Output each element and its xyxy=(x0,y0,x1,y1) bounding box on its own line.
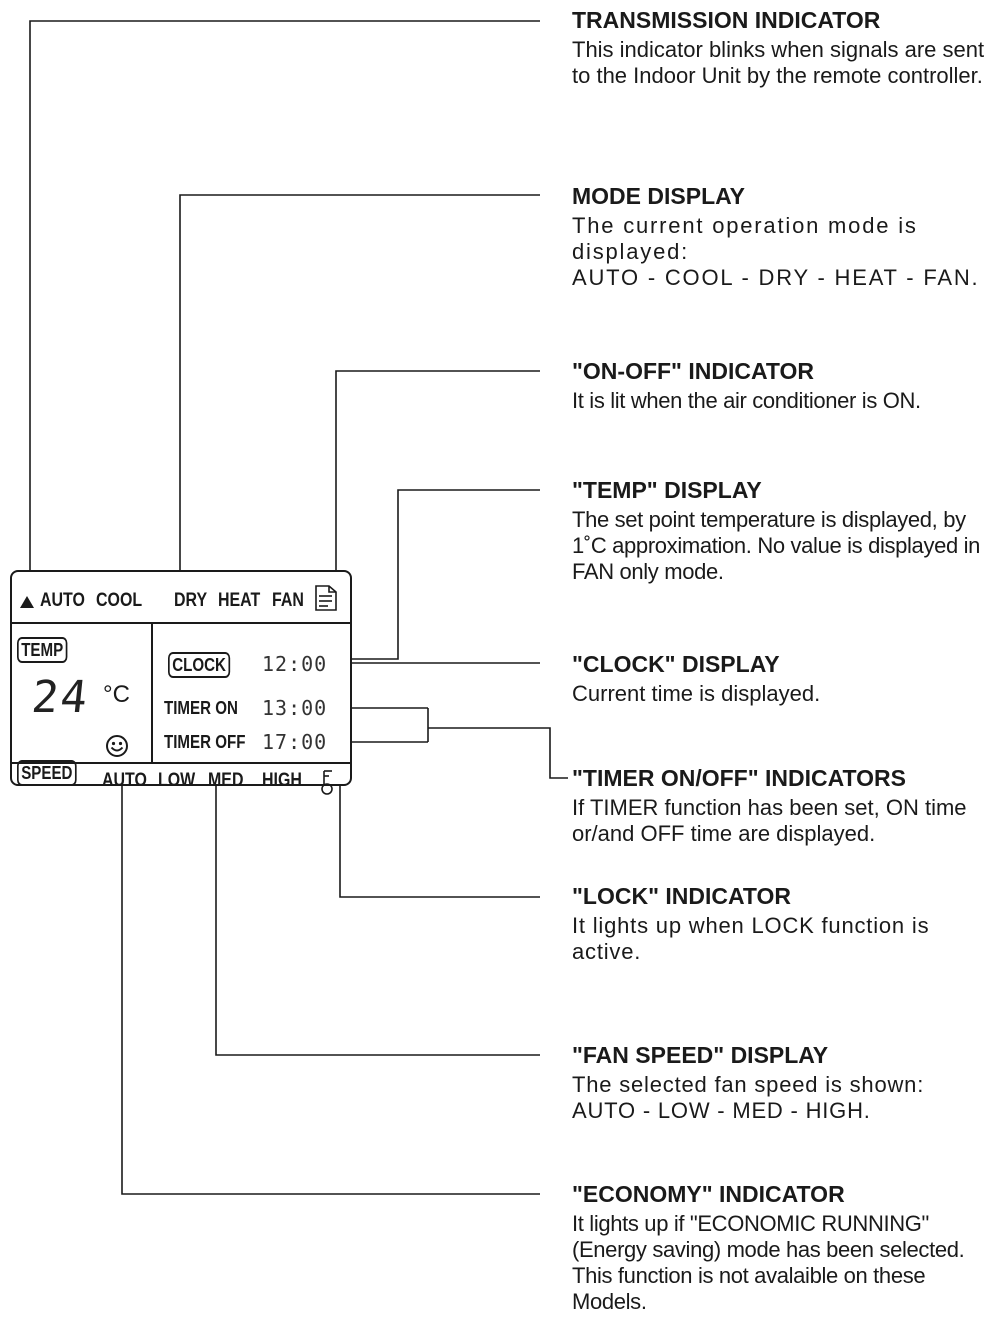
speed-med: MED xyxy=(208,770,244,791)
divider-vertical xyxy=(151,622,153,762)
callout-title: "CLOCK" DISPLAY xyxy=(572,651,780,677)
mode-auto: AUTO xyxy=(40,590,85,611)
callout-body: It lights up when LOCK function is activ… xyxy=(572,913,930,964)
callout-title: "FAN SPEED" DISPLAY xyxy=(572,1042,829,1068)
callout-title: TRANSMISSION INDICATOR xyxy=(572,7,881,33)
speed-label: SPEED xyxy=(17,760,77,786)
callout-body: The current operation mode is displayed:… xyxy=(572,213,980,290)
temp-label: TEMP xyxy=(17,637,68,663)
divider-bottom xyxy=(12,762,350,764)
callout-body: The selected fan speed is shown: AUTO - … xyxy=(572,1072,925,1123)
callout-body: Current time is displayed. xyxy=(572,681,821,706)
mode-fan: FAN xyxy=(272,590,304,611)
callout-title: "ON-OFF" INDICATOR xyxy=(572,358,814,384)
mode-heat: HEAT xyxy=(218,590,261,611)
leader-transmission xyxy=(29,20,540,592)
timer-off-label: TIMER OFF xyxy=(164,732,246,752)
speed-low: LOW xyxy=(158,770,196,791)
callout-title: "TEMP" DISPLAY xyxy=(572,477,762,503)
callout-body: If TIMER function has been set, ON time … xyxy=(572,795,967,846)
leader-on-off xyxy=(335,370,540,584)
clock-label: CLOCK xyxy=(168,652,231,678)
callout-title: "TIMER ON/OFF" INDICATORS xyxy=(572,765,907,791)
callout-body: It is lit when the air conditioner is ON… xyxy=(572,388,921,413)
callout-temp: "TEMP" DISPLAY The set point temperature… xyxy=(572,476,998,585)
lcd-panel: AUTO COOL DRY HEAT FAN TEMP 24 °C CLOCK … xyxy=(10,570,352,795)
callout-on-off: "ON-OFF" INDICATOR It is lit when the ai… xyxy=(572,357,998,414)
timer-on-label: TIMER ON xyxy=(164,698,238,718)
leader-lock xyxy=(339,770,540,898)
leader-fan-speed xyxy=(215,766,540,1056)
lock-key-icon xyxy=(321,770,333,795)
callout-mode: MODE DISPLAY The current operation mode … xyxy=(572,182,998,291)
leader-timer xyxy=(428,727,568,779)
callout-title: "LOCK" INDICATOR xyxy=(572,883,792,909)
speed-auto: AUTO xyxy=(102,770,147,791)
temp-value: 24 xyxy=(29,672,92,723)
callout-timer: "TIMER ON/OFF" INDICATORS If TIMER funct… xyxy=(572,764,998,847)
callout-economy: "ECONOMY" INDICATOR It lights up if "ECO… xyxy=(572,1180,998,1315)
transmission-triangle-icon xyxy=(20,596,34,608)
divider-top xyxy=(12,622,350,624)
temp-unit: °C xyxy=(103,681,130,708)
clock-time: 12:00 xyxy=(262,652,328,676)
callout-fan-speed: "FAN SPEED" DISPLAY The selected fan spe… xyxy=(572,1041,998,1124)
callout-title: "ECONOMY" INDICATOR xyxy=(572,1181,845,1207)
timer-on-time: 13:00 xyxy=(262,696,328,720)
callout-body: It lights up if "ECONOMIC RUNNING" (Ener… xyxy=(572,1211,965,1314)
speed-high: HIGH xyxy=(262,770,302,791)
leader-economy xyxy=(121,766,540,1195)
callout-title: MODE DISPLAY xyxy=(572,183,745,209)
callout-clock: "CLOCK" DISPLAY Current time is displaye… xyxy=(572,650,998,707)
on-off-document-icon xyxy=(315,585,337,611)
timer-off-time: 17:00 xyxy=(262,730,328,754)
leader-mode xyxy=(179,194,540,592)
economy-smiley-icon xyxy=(106,735,128,757)
callout-body: This indicator blinks when signals are s… xyxy=(572,37,985,88)
callout-transmission: TRANSMISSION INDICATOR This indicator bl… xyxy=(572,6,998,89)
callout-lock: "LOCK" INDICATOR It lights up when LOCK … xyxy=(572,882,998,965)
mode-dry: DRY xyxy=(174,590,208,611)
callout-body: The set point temperature is displayed, … xyxy=(572,507,981,584)
mode-cool: COOL xyxy=(96,590,143,611)
